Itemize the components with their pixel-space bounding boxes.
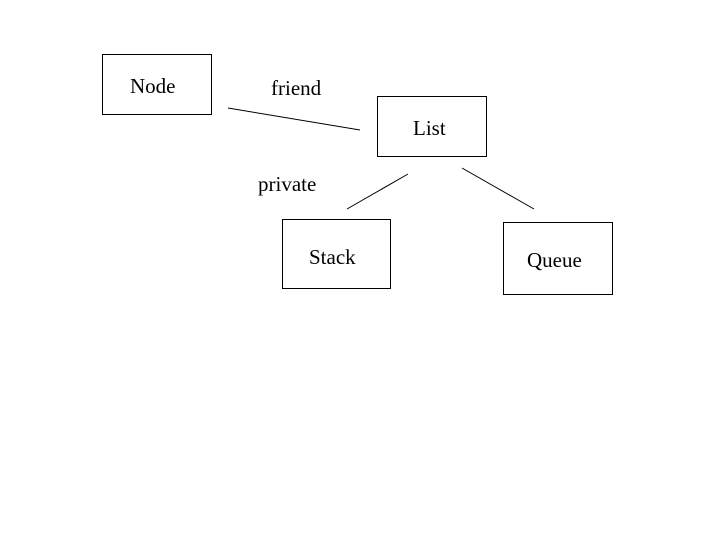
edge-node-list: [227, 107, 361, 131]
node-box-queue[interactable]: Queue: [503, 222, 613, 295]
edge-list-queue: [461, 167, 535, 210]
node-label-node: Node: [130, 74, 176, 98]
edge-list-stack: [346, 173, 409, 210]
node-label-queue: Queue: [527, 248, 582, 272]
node-label-list: List: [413, 116, 446, 140]
node-box-list[interactable]: List: [377, 96, 487, 157]
node-label-stack: Stack: [309, 245, 356, 269]
node-box-node[interactable]: Node: [102, 54, 212, 115]
node-box-stack[interactable]: Stack: [282, 219, 391, 289]
edge-label-friend: friend: [271, 76, 322, 100]
edge-label-private: private: [258, 172, 317, 196]
